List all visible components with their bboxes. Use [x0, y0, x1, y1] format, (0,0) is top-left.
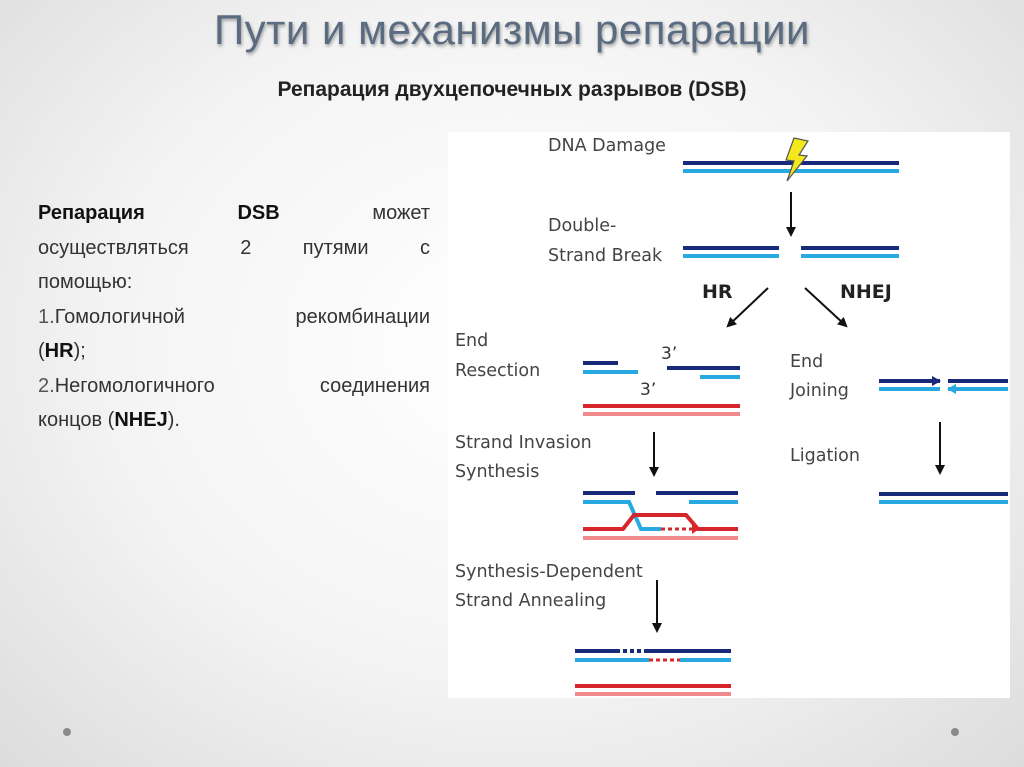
label-end-resection-2: Resection: [455, 361, 540, 381]
body-line-1: Репарация DSB может: [38, 196, 430, 231]
dsb-repair-diagram: DNA Damage Double- Strand Break HR NHEJ …: [448, 132, 1010, 698]
word-may: может: [372, 202, 430, 224]
joining-arrowhead-dark: [932, 376, 941, 386]
list-item-2-line-1: 2.Негомологичного соединения: [38, 369, 430, 404]
invasion-template-red: [583, 513, 738, 531]
word-joining: соединения: [319, 374, 430, 397]
word-two: 2: [240, 236, 252, 259]
body-line-3: помощью:: [38, 265, 430, 300]
corner-dot-left: [63, 728, 71, 736]
list-item-1-line-2: (HR);: [38, 334, 430, 369]
label-sdsa-1: Synthesis-Dependent: [455, 562, 643, 582]
label-double-strand-2: Strand Break: [548, 246, 663, 266]
paren-open: (: [38, 340, 45, 362]
label-strand-invasion-2: Synthesis: [455, 462, 539, 482]
label-ligation: Ligation: [790, 446, 860, 466]
word-reparation: Репарация: [38, 202, 145, 224]
label-double-strand-1: Double-: [548, 216, 616, 236]
list-item-1-line-1: 1.Гомологичной рекомбинации: [38, 300, 430, 335]
body-line-2: осуществляться 2 путями с: [38, 231, 430, 266]
word-homologous: Гомологичной: [54, 305, 185, 328]
word-perform: осуществляться: [38, 236, 189, 259]
label-end-joining-2: Joining: [789, 381, 849, 401]
label-dna-damage: DNA Damage: [548, 136, 666, 156]
list-number-2: 2.: [38, 374, 55, 397]
word-recombination: рекомбинации: [295, 305, 430, 328]
diagram-svg: DNA Damage Double- Strand Break HR NHEJ …: [455, 136, 1008, 696]
list-item-2-line-2: концов (NHEJ).: [38, 403, 430, 438]
label-nhej: NHEJ: [840, 281, 892, 303]
arrow-nhej: [804, 287, 848, 328]
slide-title: Пути и механизмы репарации: [213, 6, 811, 53]
label-three-prime-top: 3’: [661, 344, 677, 364]
label-end-joining-1: End: [790, 352, 823, 372]
label-strand-invasion-1: Strand Invasion: [455, 433, 592, 453]
word-help: помощью:: [38, 271, 133, 293]
body-text: Репарация DSB может осуществляться 2 пут…: [38, 196, 430, 438]
label-hr: HR: [702, 281, 733, 303]
slide-subtitle: Репарация двухцепочечных разрывов (DSB): [277, 78, 747, 101]
paren-close-2: ).: [167, 409, 180, 431]
corner-dot-right: [951, 728, 959, 736]
label-end-resection-1: End: [455, 331, 488, 351]
word-ways: путями: [302, 236, 369, 259]
word-nonhomologous: Негомологичного: [54, 374, 215, 397]
label-sdsa-2: Strand Annealing: [455, 591, 606, 611]
abbr-hr: HR: [44, 340, 74, 362]
word-dsb: DSB: [237, 202, 280, 224]
list-number-1: 1.: [38, 305, 55, 328]
paren-close: );: [73, 340, 86, 362]
word-with: с: [420, 236, 430, 259]
label-three-prime-bottom: 3’: [640, 380, 656, 400]
joining-arrowhead-light: [947, 384, 956, 394]
word-ends: концов (: [38, 409, 115, 431]
arrow-hr: [726, 287, 769, 328]
lightning-icon: [785, 137, 809, 182]
abbr-nhej: NHEJ: [114, 409, 168, 431]
